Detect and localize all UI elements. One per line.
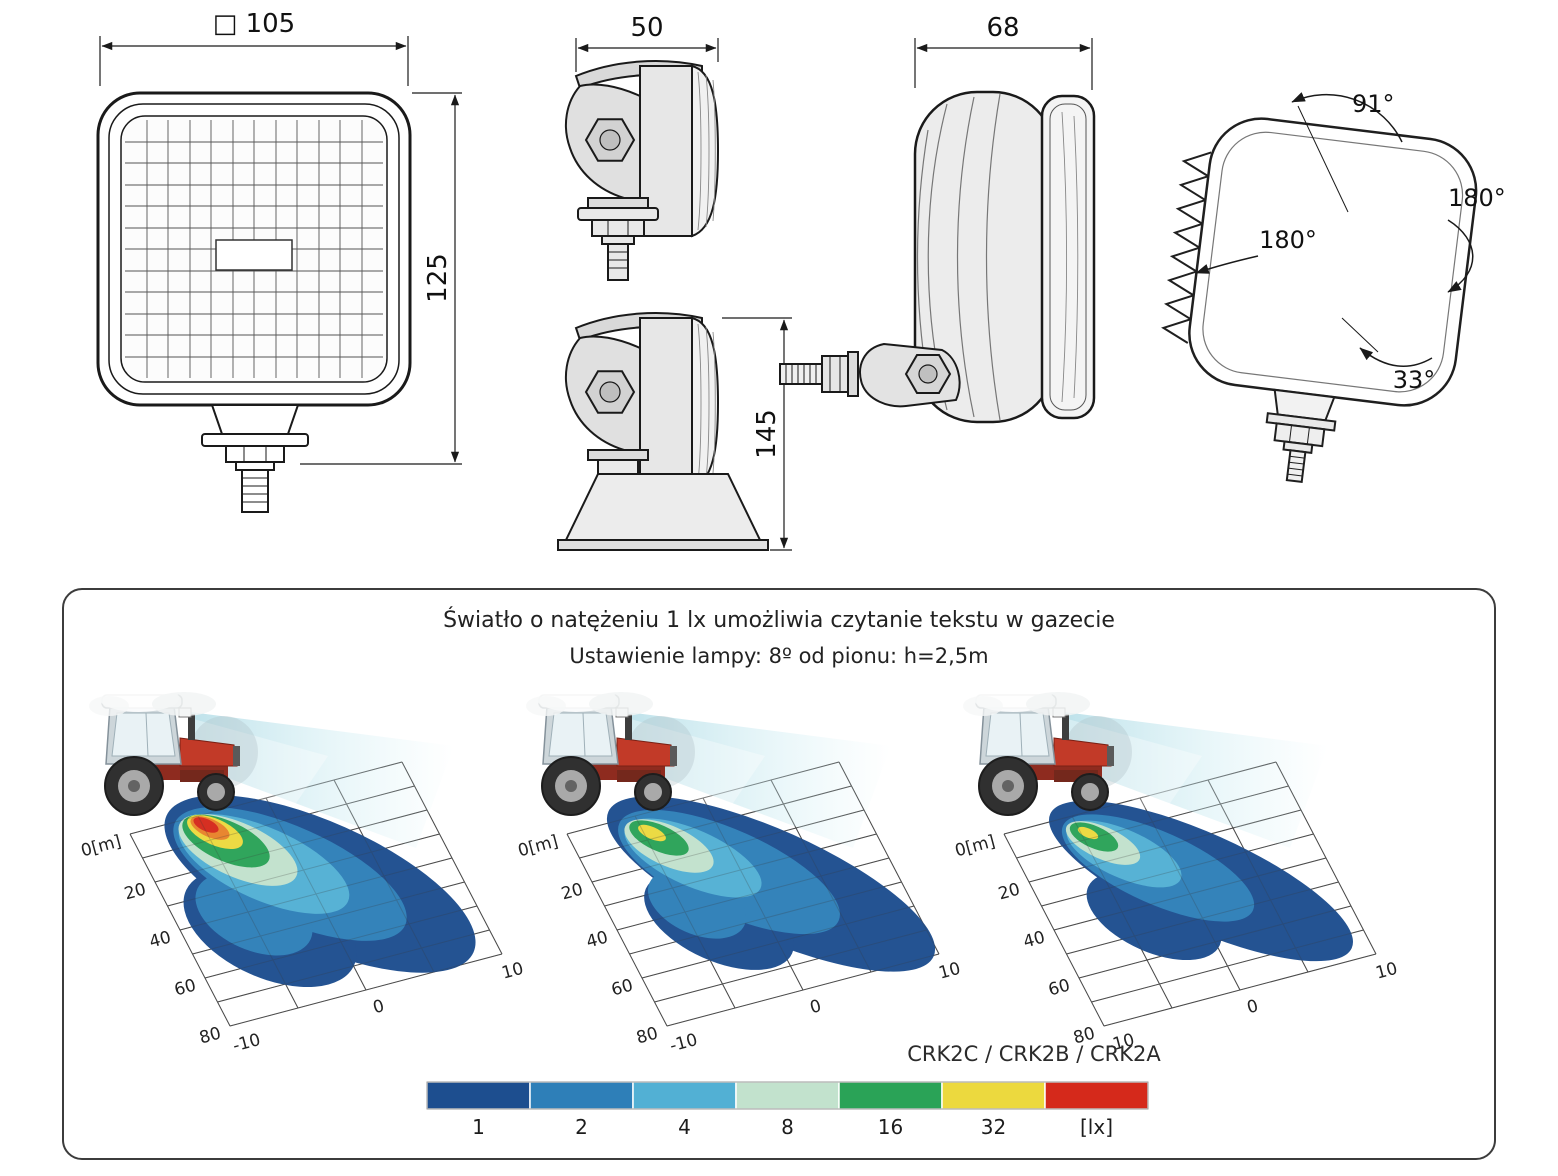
front-view: □ 105 125	[96, 9, 462, 513]
front-bracket	[201, 404, 309, 513]
tilt-arc-top	[1291, 92, 1403, 143]
distance-label: 60	[609, 976, 635, 1001]
side-height-dimension: 145	[722, 317, 792, 551]
lateral-label: 0	[808, 996, 824, 1018]
distance-label: 0[m]	[516, 832, 560, 862]
legend-value: 1	[472, 1115, 485, 1139]
pedestal-base	[557, 459, 769, 551]
angle-top-label: 91°	[1352, 90, 1395, 118]
tilt-arc-bottom	[1359, 347, 1433, 368]
isolux-contours-1	[164, 795, 476, 988]
front-height-dimension: 125	[300, 92, 462, 465]
distance-label: 60	[1046, 976, 1072, 1001]
swivel-arrow-left	[1195, 255, 1259, 274]
upper-mount-stud	[577, 207, 659, 281]
legend-value: 16	[878, 1115, 903, 1139]
technical-drawings: □ 105 125	[96, 9, 1506, 551]
lateral-label: 10	[1374, 959, 1400, 984]
rear-depth-label: 68	[986, 13, 1019, 43]
lamp-face	[1188, 117, 1478, 407]
model-names-label: CRK2C / CRK2B / CRK2A	[907, 1042, 1161, 1066]
photometric-subtitle: Ustawienie lampy: 8º od pionu: h=2,5m	[569, 644, 989, 668]
legend-value: 8	[781, 1115, 794, 1139]
lateral-label: 10	[937, 959, 963, 984]
distance-label: 80	[634, 1024, 660, 1049]
distance-label: 20	[122, 880, 148, 905]
side-depth-dimension: 50	[575, 13, 719, 72]
legend-segment	[426, 1081, 531, 1110]
distance-label: 40	[1021, 928, 1047, 953]
photometric-diagram-2: 0[m] 20 40 60 80 -10 0 10	[516, 683, 963, 1057]
legend-segment	[838, 1081, 943, 1110]
distance-label: 0[m]	[79, 832, 123, 862]
legend-segment	[632, 1081, 737, 1110]
lens-bezel	[1040, 94, 1096, 420]
side-view-bottom: 145	[557, 311, 792, 551]
front-width-label: □ 105	[213, 9, 295, 39]
distance-label: 20	[996, 880, 1022, 905]
perspective-stud	[1265, 388, 1337, 484]
distance-label: 40	[147, 928, 173, 953]
distance-label: 80	[197, 1024, 223, 1049]
axis-labels-2: 0[m] 20 40 60 80 -10 0 10	[516, 832, 963, 1057]
legend-unit: [lx]	[1080, 1115, 1113, 1139]
legend-segment	[941, 1081, 1046, 1110]
distance-label: 60	[172, 976, 198, 1001]
tractor-illustration	[525, 683, 696, 816]
distance-label: 40	[584, 928, 610, 953]
contour-max	[193, 817, 219, 833]
photometric-diagram-3: 0[m] 20 40 60 80 -10 0 10	[953, 683, 1400, 1056]
angle-left-label: 180°	[1259, 226, 1317, 254]
legend-segment	[1044, 1081, 1149, 1110]
pivot-bracket	[779, 342, 961, 408]
lens-bezel-inner	[1049, 103, 1087, 411]
lux-legend: 1 2 4 8 16 32 [lx]	[426, 1081, 1149, 1139]
distance-label: 0[m]	[953, 832, 997, 862]
lateral-label: -10	[668, 1030, 700, 1057]
contour-32lx	[1077, 826, 1099, 840]
front-height-label: 125	[423, 253, 453, 303]
photometric-title: Światło o natężeniu 1 lx umożliwia czyta…	[443, 608, 1115, 633]
side-height-label: 145	[752, 409, 782, 459]
rear-depth-dimension: 68	[914, 13, 1093, 90]
lateral-label: 10	[500, 959, 526, 984]
lateral-label: 0	[1245, 996, 1261, 1018]
perspective-view: 91° 180° 180° 33°	[1161, 90, 1506, 484]
front-width-dimension: □ 105	[99, 9, 409, 86]
legend-segment	[735, 1081, 840, 1110]
legend-value: 2	[575, 1115, 588, 1139]
lateral-label: 0	[371, 996, 387, 1018]
rear-side-view: 68	[779, 13, 1096, 424]
photometric-diagram-1: 0[m] 20 40 60 80 -10 0 10	[79, 683, 526, 1057]
legend-border	[426, 1081, 1149, 1110]
side-lamp-lower	[564, 311, 719, 489]
tractor-illustration	[962, 683, 1133, 816]
photometric-diagrams: 0[m] 20 40 60 80 -10 0 10	[79, 683, 1400, 1057]
side-view-top: 50	[564, 13, 719, 281]
lamp-label-plate	[215, 239, 293, 271]
legend-value: 4	[678, 1115, 691, 1139]
angle-right-label: 180°	[1448, 184, 1506, 212]
distance-label: 20	[559, 880, 585, 905]
side-depth-label: 50	[630, 13, 663, 43]
swivel-arc-right	[1447, 219, 1474, 293]
legend-segment	[529, 1081, 634, 1110]
front-lamp-drawing	[96, 91, 412, 513]
lateral-label: -10	[231, 1030, 263, 1057]
photometric-panel: Światło o natężeniu 1 lx umożliwia czyta…	[62, 588, 1496, 1160]
isolux-contours-2	[606, 796, 936, 972]
angle-bottom-label: 33°	[1393, 366, 1436, 394]
legend-value: 32	[981, 1115, 1006, 1139]
tractor-illustration	[88, 683, 259, 816]
